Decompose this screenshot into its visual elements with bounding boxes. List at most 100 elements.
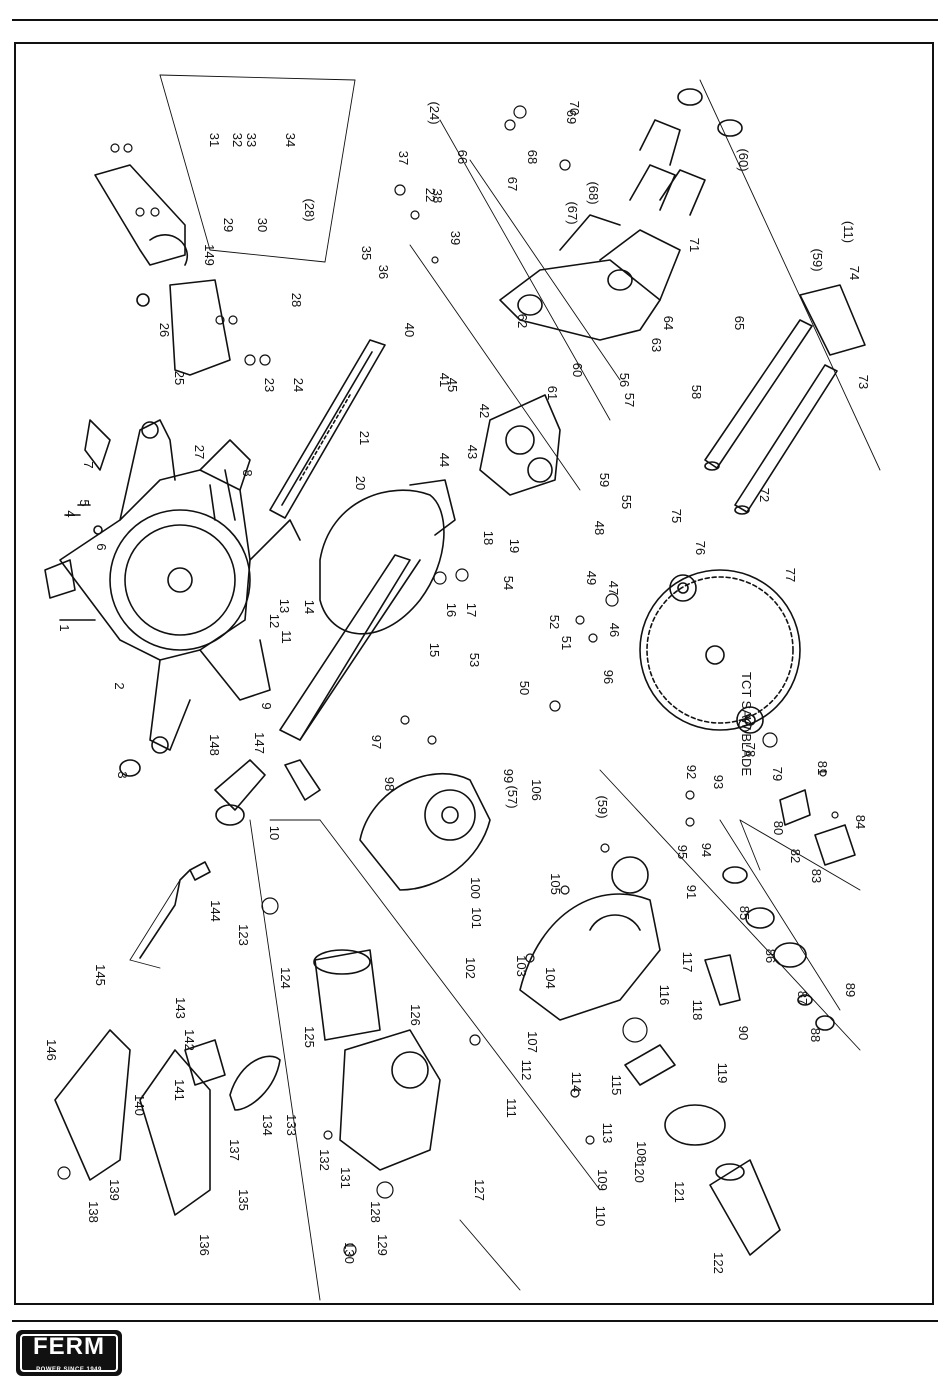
part-label: 100: [468, 877, 483, 899]
part-label: (24): [427, 101, 442, 124]
part-label: 119: [715, 1063, 730, 1084]
hardware-items: [57, 105, 839, 1257]
part-label: 23: [262, 378, 277, 392]
part-label: 129: [375, 1234, 390, 1256]
part-label: 9: [259, 702, 274, 709]
part-label: 80: [771, 821, 786, 835]
part-label: (68): [586, 181, 601, 204]
part-label: 135: [236, 1189, 251, 1211]
part-label: 139: [107, 1179, 122, 1201]
part-label: 10: [267, 826, 282, 840]
part-label: 30: [255, 218, 270, 232]
part-label: 47: [606, 581, 621, 595]
part-label: 27: [192, 445, 207, 459]
part-label: 31: [207, 133, 222, 147]
part-label: 99: [501, 769, 516, 783]
part-label: 15: [427, 643, 442, 657]
part-label: 98: [382, 777, 397, 791]
part-label: 143: [173, 997, 188, 1019]
part-label: 7: [81, 461, 96, 468]
spindle-parts: [704, 789, 856, 1031]
power-cord: [139, 861, 211, 959]
part-label: 81: [815, 761, 830, 775]
part-label: 107: [525, 1031, 540, 1053]
part-label: 39: [448, 231, 463, 245]
part-label: 103: [514, 955, 529, 977]
part-label: 128: [368, 1201, 383, 1223]
handle-assembly: [54, 1029, 281, 1216]
blade-label: TCT SAW BLADE: [739, 672, 754, 776]
part-label: 65: [732, 316, 747, 330]
part-label: 61: [545, 386, 560, 400]
part-label: 92: [684, 765, 699, 779]
part-label: 84: [853, 815, 868, 829]
part-label: 12: [267, 614, 282, 628]
part-label: 58: [689, 385, 704, 399]
base-assembly: [44, 419, 301, 777]
part-label: 83: [809, 869, 824, 883]
part-label: 148: [207, 734, 222, 756]
part-label: 82: [788, 849, 803, 863]
part-label: 59: [597, 473, 612, 487]
part-label: 131: [338, 1167, 353, 1189]
logo-border: [20, 1334, 118, 1372]
part-label: 85: [737, 906, 752, 920]
part-label: 89: [843, 983, 858, 997]
part-label: 45: [445, 378, 460, 392]
part-label: 3: [115, 771, 130, 778]
part-label: 141: [172, 1079, 187, 1101]
part-label: 57: [622, 393, 637, 407]
fence-assembly: [269, 339, 386, 519]
part-label: 146: [44, 1039, 59, 1061]
part-label: 46: [607, 623, 622, 637]
part-label: 26: [157, 323, 172, 337]
part-label: 123: [236, 924, 251, 946]
part-label: 49: [584, 571, 599, 585]
part-label: 145: [93, 964, 108, 986]
part-label: 140: [132, 1094, 147, 1116]
part-label: 53: [467, 653, 482, 667]
part-label: 93: [711, 775, 726, 789]
brand-logo: FERM POWER SINCE 1949: [16, 1330, 122, 1376]
part-label: 41: [437, 373, 452, 387]
part-label: 136: [197, 1234, 212, 1256]
part-label: 111: [504, 1098, 519, 1118]
part-label: 56: [617, 373, 632, 387]
part-label: 14: [302, 600, 317, 614]
part-label: 88: [808, 1028, 823, 1042]
part-label: 134: [260, 1114, 275, 1136]
part-label: 94: [699, 843, 714, 857]
part-label: 73: [856, 375, 871, 389]
part-label: 5: [77, 499, 92, 506]
part-label: 102: [463, 957, 478, 979]
part-label: 109: [595, 1169, 610, 1191]
header-rule: [12, 19, 938, 21]
part-label: 97: [369, 735, 384, 749]
part-label: 147: [252, 732, 267, 754]
part-label: 62: [515, 314, 530, 328]
part-label: 37: [396, 151, 411, 165]
part-label: (60): [736, 148, 751, 171]
part-label: 118: [690, 1000, 705, 1021]
part-label: 71: [687, 238, 702, 252]
part-label: 96: [601, 670, 616, 684]
part-label: 29: [221, 218, 236, 232]
part-label: 115: [609, 1075, 624, 1096]
part-label: 142: [182, 1029, 197, 1051]
part-label: 69: [564, 110, 579, 124]
part-label: 42: [477, 404, 492, 418]
part-label: 40: [402, 323, 417, 337]
part-label: 75: [669, 509, 684, 523]
part-label: 70: [567, 101, 582, 115]
part-label: 17: [464, 603, 479, 617]
part-label: 24: [291, 378, 306, 392]
part-label: 114: [569, 1072, 584, 1093]
part-label: 110: [593, 1206, 608, 1227]
part-label: 50: [517, 681, 532, 695]
motor-support-assembly: [479, 394, 561, 496]
part-label: 35: [359, 246, 374, 260]
part-label: 72: [757, 488, 772, 502]
part-label: 34: [283, 133, 298, 147]
saw-blade: [639, 569, 801, 734]
part-label: 68: [525, 150, 540, 164]
